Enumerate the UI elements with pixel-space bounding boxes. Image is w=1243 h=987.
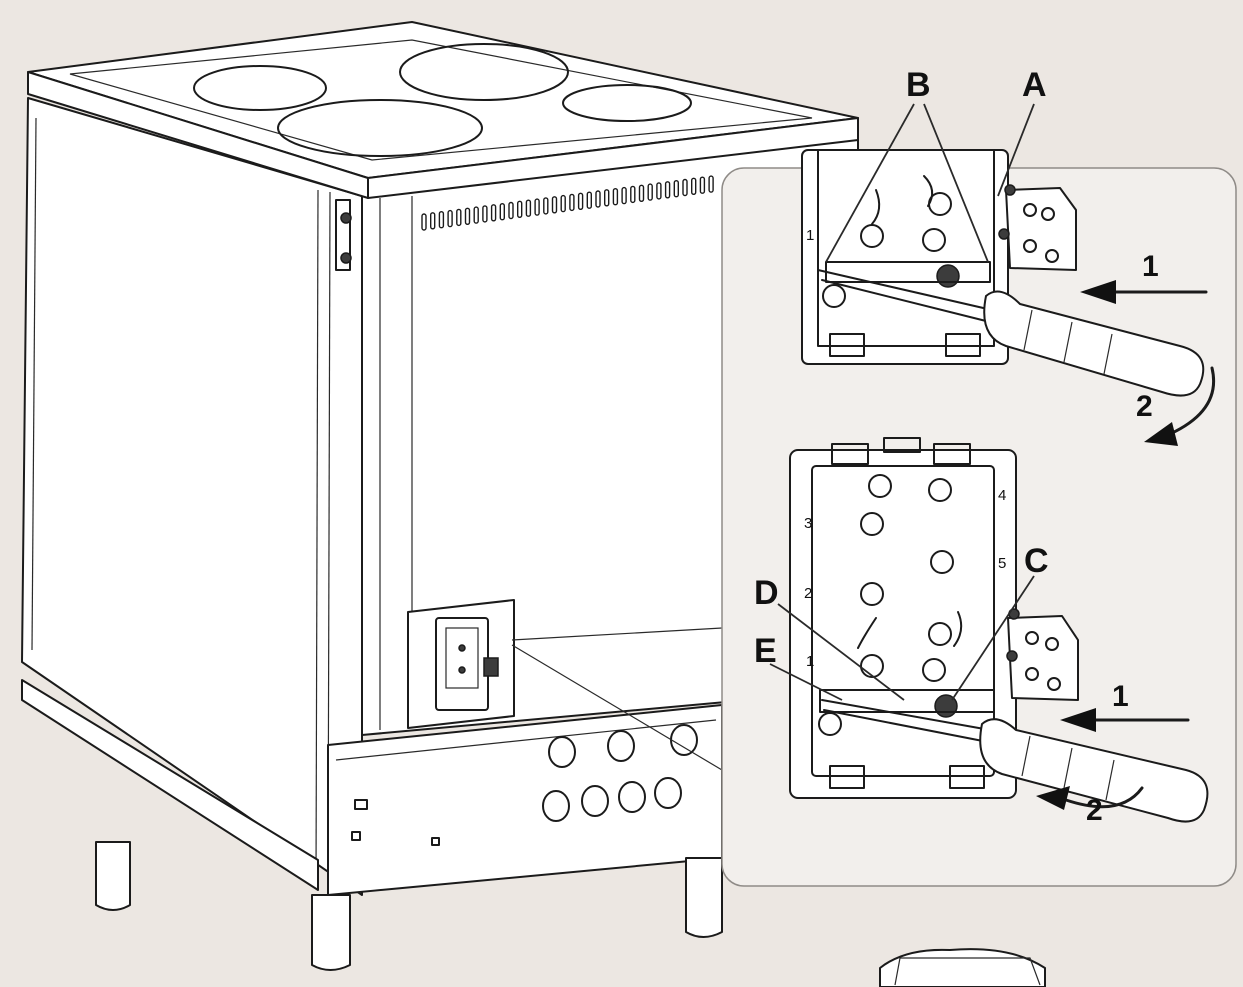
vent-slot <box>577 192 584 211</box>
vent-slots <box>421 175 714 231</box>
vent-slot <box>569 193 575 212</box>
terminal-number-1: 1 <box>806 653 814 670</box>
vent-slot <box>708 175 714 193</box>
terminal-number-3: 3 <box>804 515 812 532</box>
step-2-top: 2 <box>1136 390 1153 423</box>
terminal-inner-top <box>817 149 995 347</box>
vent-slot <box>630 185 636 204</box>
bracket-screw <box>340 212 352 224</box>
side-kick-plate <box>21 679 319 891</box>
callout-leader <box>511 627 723 641</box>
label-C: C <box>1024 542 1049 580</box>
terminal-number-5: 5 <box>998 555 1006 572</box>
vent-slot <box>664 181 671 199</box>
side-bracket <box>335 199 351 271</box>
hob-zone <box>399 43 569 101</box>
terminal-housing-top <box>801 149 1009 365</box>
vent-slot <box>551 196 558 214</box>
step-2-bottom: 2 <box>1086 794 1103 827</box>
vent-slot <box>612 187 619 206</box>
screwdriver-bottom <box>821 699 1209 823</box>
vent-slot <box>482 205 488 223</box>
vent-slot <box>604 189 610 207</box>
partial-cooker-detail <box>879 948 1046 987</box>
label-A: A <box>1022 66 1047 104</box>
hinge-plate-top <box>1005 187 1077 271</box>
partial-cooker-detail-lines <box>894 957 1041 986</box>
vent-slot <box>473 206 479 224</box>
cooker-feet <box>95 841 723 971</box>
terminal-inner-bottom <box>811 465 995 777</box>
terminal-detail-bottom <box>789 437 1209 823</box>
side-panel-seam <box>315 189 319 881</box>
vent-slot <box>447 209 453 228</box>
hob-right-edge <box>367 117 859 199</box>
vent-slot <box>560 194 566 213</box>
vent-slot <box>490 204 497 222</box>
hob-zone <box>562 84 692 122</box>
vent-slot <box>638 184 645 203</box>
vent-slot <box>656 182 662 200</box>
vent-slot <box>543 197 549 215</box>
vent-slot <box>525 199 532 217</box>
vent-slot <box>699 176 706 194</box>
push-arrow-bottom <box>1060 708 1190 732</box>
callout-leader <box>511 644 723 771</box>
vent-slot <box>586 191 592 209</box>
hob-glass <box>69 39 813 161</box>
vent-slot <box>621 186 627 205</box>
vent-slot <box>508 201 514 220</box>
vent-slot <box>430 212 436 230</box>
cooker-side-panel <box>21 97 363 896</box>
vent-slot <box>499 202 505 221</box>
screwdriver-top <box>817 269 1205 397</box>
rotate-arrow-bottom <box>1036 786 1144 810</box>
vent-slot <box>595 190 601 208</box>
vent-slot <box>534 198 540 216</box>
vent-slot <box>464 207 471 226</box>
vent-slot <box>691 177 697 196</box>
hinge-plate-bottom <box>1007 615 1079 701</box>
step-1-top: 1 <box>1142 250 1159 283</box>
vent-slot <box>673 179 679 198</box>
push-arrow-top <box>1080 280 1208 304</box>
terminal-number-1-top: 1 <box>806 227 814 244</box>
bracket-screw <box>340 252 352 264</box>
lower-panel-edge <box>335 719 717 761</box>
terminal-detail-top <box>801 149 1205 397</box>
terminal-number-4: 4 <box>998 487 1006 504</box>
hob-zone <box>277 99 483 157</box>
label-leaders <box>769 103 1035 701</box>
vent-slot <box>421 213 427 231</box>
rotate-arrow-top <box>1144 366 1216 446</box>
vent-slot <box>438 210 445 229</box>
terminal-number-2: 2 <box>804 585 812 602</box>
terminal-screw <box>936 264 960 288</box>
side-panel-edge <box>31 117 37 651</box>
terminal-clip-bar <box>819 689 995 713</box>
vent-slot <box>647 183 653 201</box>
label-E: E <box>754 632 777 670</box>
vent-slot <box>517 200 523 219</box>
hob-zone <box>193 65 327 111</box>
label-B: B <box>906 66 931 104</box>
label-D: D <box>754 574 779 612</box>
small-terminal-box <box>407 599 515 729</box>
vent-slot <box>682 178 688 197</box>
vent-slot <box>456 208 462 227</box>
step-1-bottom: 1 <box>1112 680 1129 713</box>
